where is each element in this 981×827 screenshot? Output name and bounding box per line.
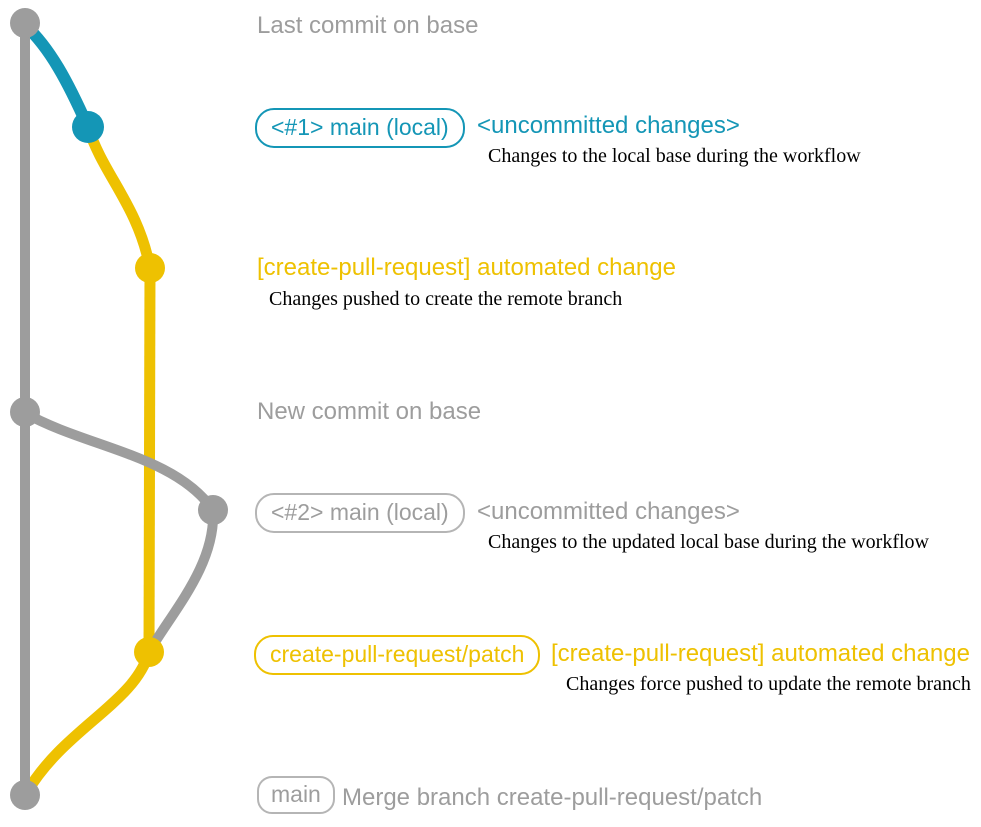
annotation-new-commit: New commit on base [257,398,482,425]
commit-message-merge: Merge branch create-pull-request/patch [342,784,763,811]
commit-description-4: Changes force pushed to update the remot… [566,673,971,695]
commit-dot-last-base [10,8,40,38]
commit-message-uncommitted-1: <uncommitted changes> [477,112,740,139]
commit-dot-patch-2 [134,637,164,667]
commit-description-1: Changes to the local base during the wor… [488,145,861,167]
commit-dot-local-main-1 [72,111,104,143]
branch-curve-local-main-1 [19,19,94,133]
commit-message-automated-2: [create-pull-request] automated change [551,640,970,667]
branch-label-main: main [257,776,335,814]
commit-description-2: Changes pushed to create the remote bran… [269,288,623,310]
commit-description-3: Changes to the updated local base during… [488,531,929,553]
branch-curve-patch-create [82,121,156,274]
commit-message-automated-1: [create-pull-request] automated change [257,254,676,281]
commit-dot-merge [10,780,40,810]
branch-label-main-local-1: <#1> main (local) [255,108,465,148]
commit-message-uncommitted-2: <uncommitted changes> [477,498,740,525]
branch-label-patch: create-pull-request/patch [254,635,541,675]
commit-dot-patch-1 [135,253,165,283]
branch-curve-force-push [144,505,219,657]
branch-label-main-local-2: <#2> main (local) [255,493,465,533]
branch-curve-merge [21,646,155,798]
branch-curve-local-main-2 [20,408,218,515]
commit-dot-new-base [10,397,40,427]
commit-dot-local-main-2 [198,495,228,525]
annotation-last-commit: Last commit on base [257,12,479,39]
